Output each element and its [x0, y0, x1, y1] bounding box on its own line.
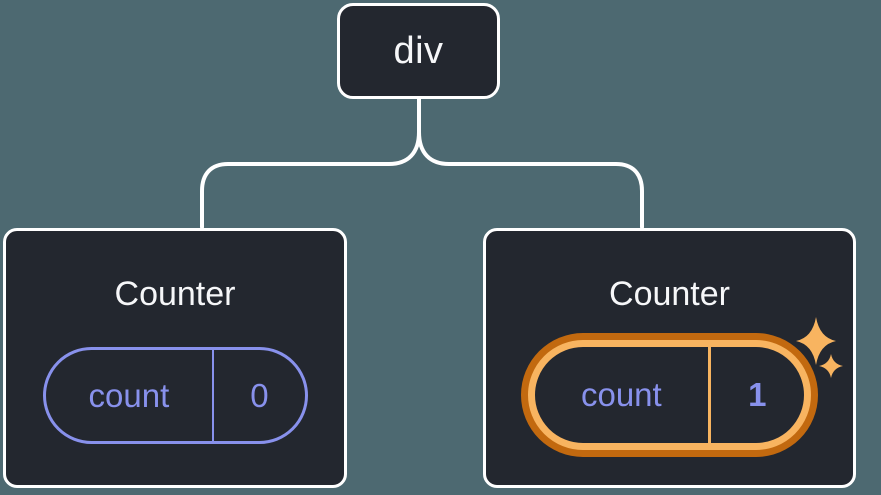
root-node-div: div	[337, 3, 500, 99]
state-key-left: count	[88, 376, 170, 414]
state-key-right: count	[580, 376, 662, 413]
counter-node-left: Counter count 0	[3, 228, 347, 488]
counter-left-title: Counter	[114, 275, 236, 313]
state-value-left: 0	[212, 350, 304, 441]
state-pill-right-highlighted: count 1	[528, 340, 811, 450]
root-node-label: div	[393, 29, 444, 72]
counter-node-right: Counter count 1	[483, 228, 856, 488]
connector-left-branch	[200, 130, 421, 229]
connector-right-branch	[417, 130, 644, 229]
counter-right-title: Counter	[609, 275, 730, 313]
state-value-right: 1	[707, 347, 804, 443]
state-pill-left: count 0	[42, 347, 308, 444]
